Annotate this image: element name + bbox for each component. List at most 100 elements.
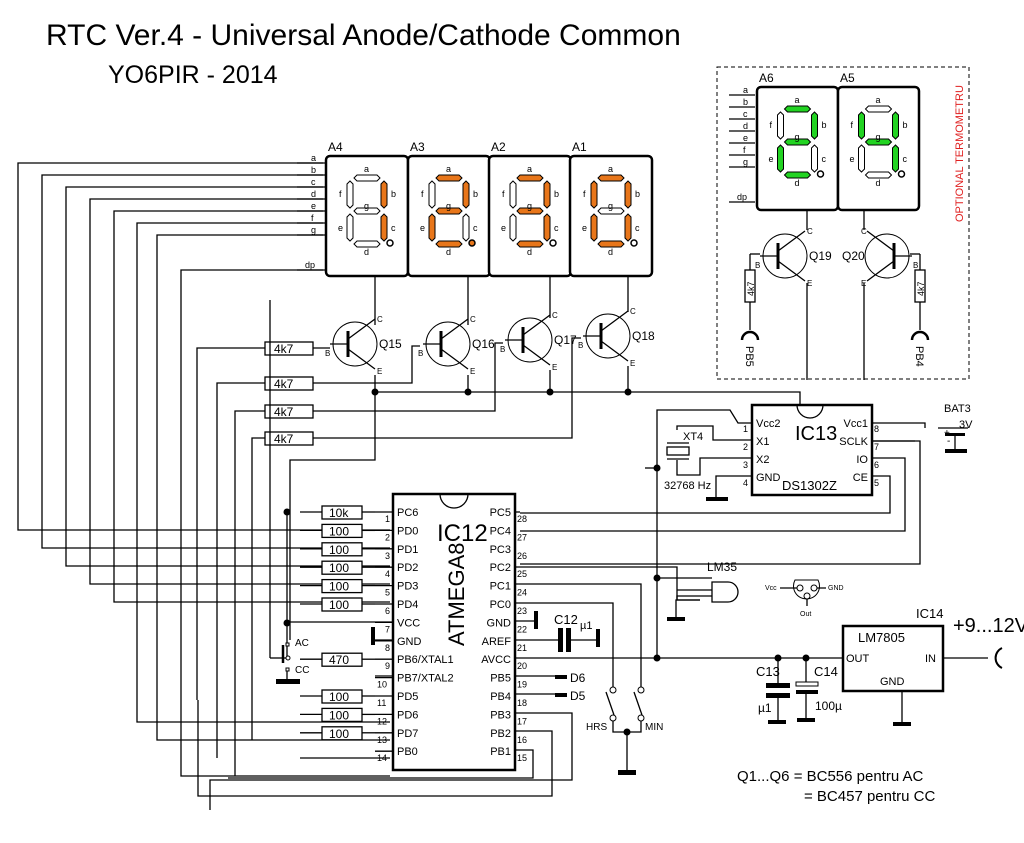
ic13-ref: IC13 xyxy=(795,423,837,445)
segment-label-d: d xyxy=(364,247,369,257)
ic13-pin-name: SCLK xyxy=(839,436,868,448)
segment-label-f: f xyxy=(583,189,586,199)
segment-label-b: b xyxy=(554,189,559,199)
svg-text:Q20: Q20 xyxy=(842,249,865,263)
ic12-pin-name: PB6/XTAL1 xyxy=(397,654,454,666)
led-d6: D6 xyxy=(570,671,586,685)
segment-label-g: g xyxy=(876,132,881,142)
bus-label-f: f xyxy=(743,145,746,155)
ic12-pin-number: 19 xyxy=(517,680,527,690)
jumper-cc-label: CC xyxy=(295,665,309,676)
svg-text:E: E xyxy=(630,359,635,368)
segment-f xyxy=(509,180,517,209)
segment-label-a: a xyxy=(527,164,532,174)
ic12-resistor-value: 100 xyxy=(329,708,349,722)
bus-label-b: b xyxy=(743,97,748,107)
decimal-point xyxy=(468,239,476,247)
ic12-resistor-value: 100 xyxy=(329,727,349,741)
ic12-pin-name: GND xyxy=(487,617,512,629)
ic12-resistor-value: 470 xyxy=(329,653,349,667)
ic12-pin-number: 8 xyxy=(385,643,390,653)
segment-label-f: f xyxy=(421,189,424,199)
ic12-pin-name: PD3 xyxy=(397,581,418,593)
bus-label-dp: dp xyxy=(737,192,747,202)
segment-d xyxy=(597,240,625,248)
segment-d xyxy=(353,240,381,248)
segment-b xyxy=(811,111,818,140)
display-ref: A4 xyxy=(328,140,343,154)
battery-bat3: BAT3 3V + - xyxy=(938,403,973,453)
segment-f xyxy=(346,180,354,209)
display-ref: A2 xyxy=(491,140,506,154)
ic12-pin-number: 26 xyxy=(517,551,527,561)
ic12-pin-number: 23 xyxy=(517,606,527,616)
ic12-pin-name: PC3 xyxy=(490,544,511,556)
ic13-pin-name: Vcc1 xyxy=(844,418,868,430)
ic13-pin-name: X2 xyxy=(756,454,769,466)
ic12-pin-number: 4 xyxy=(385,569,390,579)
ic12-pin-name: PB2 xyxy=(490,728,511,740)
base-resistor-value: 4k7 xyxy=(274,377,294,391)
bus-label-d: d xyxy=(743,121,748,131)
crystal-freq: 32768 Hz xyxy=(664,480,711,492)
ic12-pin-number: 13 xyxy=(377,735,387,745)
segment-c xyxy=(811,144,818,173)
segment-f xyxy=(428,180,436,209)
bus-label-g: g xyxy=(311,225,316,235)
ic12-pin-name: GND xyxy=(397,636,422,648)
lm35-ref: LM35 xyxy=(707,560,737,574)
decimal-point xyxy=(386,239,394,247)
segment-d xyxy=(783,171,812,179)
segment-label-e: e xyxy=(769,154,774,164)
svg-text:Q18: Q18 xyxy=(632,329,655,343)
segment-a xyxy=(516,174,544,182)
switch-hrs[interactable]: HRS xyxy=(586,722,607,733)
ic12-pin-name: PB7/XTAL2 xyxy=(397,673,454,685)
segment-g xyxy=(435,207,463,215)
svg-text:4: 4 xyxy=(743,478,748,488)
ic13-pin-name: GND xyxy=(756,472,781,484)
ic13-pin-name: Vcc2 xyxy=(756,418,780,430)
base-resistor-value: 4k7 xyxy=(274,405,294,419)
segment-f xyxy=(777,111,784,140)
segment-label-a: a xyxy=(364,164,369,174)
svg-text:6: 6 xyxy=(874,460,879,470)
c13-ref: C13 xyxy=(756,664,780,679)
optional-resistor-value: 4k7 xyxy=(746,281,756,296)
bus-label-g: g xyxy=(743,157,748,167)
segment-label-a: a xyxy=(446,164,451,174)
rtc-wiring xyxy=(520,409,926,660)
ic12-pin-number: 12 xyxy=(377,716,387,726)
segment-b xyxy=(462,180,470,209)
segment-label-d: d xyxy=(876,178,881,188)
svg-text:Q16: Q16 xyxy=(472,337,495,351)
segment-d xyxy=(864,171,893,179)
segment-label-g: g xyxy=(364,201,369,211)
ic12-resistor-value: 100 xyxy=(329,598,349,612)
lm35-sensor: LM35 Vcc GND Out xyxy=(667,560,844,621)
bus-label-e: e xyxy=(743,133,748,143)
svg-text:Q15: Q15 xyxy=(379,337,402,351)
ic13-pin-name: X1 xyxy=(756,436,769,448)
segment-a xyxy=(353,174,381,182)
segment-a xyxy=(435,174,463,182)
segment-label-c: c xyxy=(554,223,559,233)
ic12-pin-number: 27 xyxy=(517,532,527,542)
segment-label-b: b xyxy=(903,120,908,130)
bus-label-c: c xyxy=(743,109,748,119)
jumper-ac-label: AC xyxy=(295,638,309,649)
svg-text:C: C xyxy=(861,227,867,236)
switch-min[interactable]: MIN xyxy=(645,722,663,733)
display-ref: A6 xyxy=(759,71,774,85)
bus-label-c: c xyxy=(311,177,316,187)
